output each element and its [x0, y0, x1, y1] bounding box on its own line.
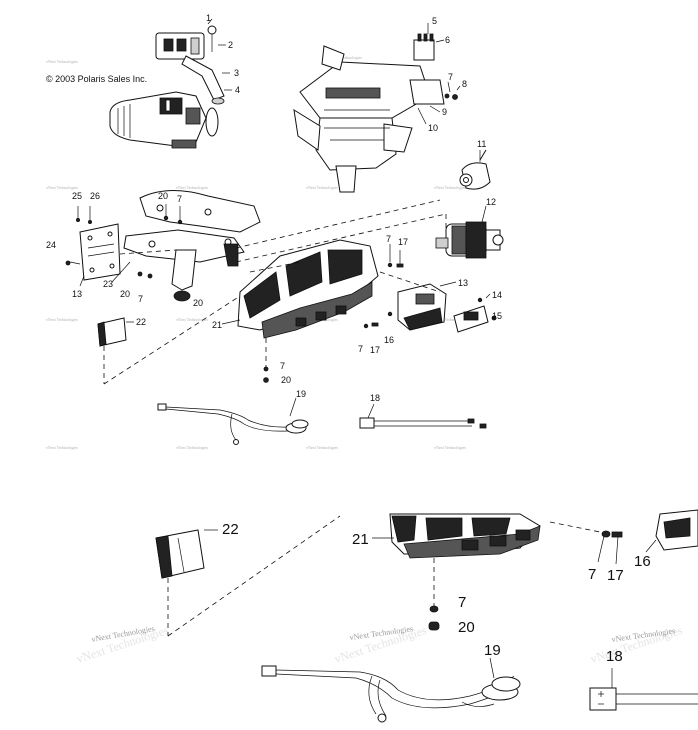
watermark: vNext Technologies: [434, 317, 466, 322]
fairlead-roller: [453, 297, 497, 333]
callout-5: 5: [432, 16, 437, 26]
watermark: vNext Technologies: [434, 445, 466, 450]
callout-11: 11: [477, 139, 486, 149]
callout-20: 20: [458, 619, 475, 636]
callout-9: 9: [442, 107, 447, 117]
callout-21: 21: [352, 531, 369, 548]
callout-25: 25: [72, 191, 82, 201]
watermark: vNext Technologies: [306, 185, 338, 190]
watermark: vNext Technologies: [46, 445, 78, 450]
wire-harness: [157, 403, 309, 445]
callout-19: 19: [484, 642, 501, 659]
callout-10: 10: [428, 123, 438, 133]
winch-cover: [459, 149, 491, 190]
callout-16: 16: [634, 553, 651, 570]
callout-15: 15: [492, 311, 502, 321]
winch-switch-assembly: [109, 25, 225, 149]
winch-motor: [435, 221, 504, 259]
callout-20: 20: [281, 375, 291, 385]
callout-7: 7: [177, 194, 182, 204]
watermark: vNext Technologies: [176, 317, 208, 322]
callout-18: 18: [370, 393, 380, 403]
callout-7: 7: [588, 566, 596, 583]
callout-4: 4: [235, 85, 240, 95]
callout-8: 8: [462, 79, 467, 89]
callout-20: 20: [120, 289, 130, 299]
callout-3: 3: [234, 68, 239, 78]
watermark: vNext Technologies: [306, 445, 338, 450]
callout-7: 7: [458, 594, 466, 611]
mounting-plate: [79, 223, 121, 281]
callout-21: 21: [212, 320, 222, 330]
winch-mount-bracket: [123, 189, 261, 302]
callout-14: 14: [492, 290, 502, 300]
work-light: [97, 317, 127, 347]
watermark: vNext Technologies: [330, 55, 362, 60]
exploded-diagram-detail: vNext Technologies vNext Technologies vN…: [0, 500, 698, 730]
callout-2: 2: [228, 40, 233, 50]
callout-13: 13: [72, 289, 82, 299]
watermark: vNext Technologies: [46, 59, 78, 64]
work-light: [155, 529, 205, 579]
winch-cable: [359, 417, 487, 429]
frame-section: [293, 33, 458, 193]
front-bumper: [237, 239, 379, 339]
callout-1: 1: [206, 13, 211, 23]
front-bumper: [389, 513, 541, 559]
watermark: vNext Technologies: [46, 317, 78, 322]
winch-housing: [397, 283, 447, 331]
callout-18: 18: [606, 648, 623, 665]
callout-12: 12: [486, 197, 496, 207]
watermark: vNext Technologies: [46, 185, 78, 190]
callout-26: 26: [90, 191, 100, 201]
winch-housing: [655, 509, 698, 551]
wire-harness: [261, 665, 521, 723]
callout-20: 20: [158, 191, 168, 201]
callout-23: 23: [103, 279, 113, 289]
watermark: vNext Technologies: [176, 445, 208, 450]
callout-22: 22: [222, 521, 239, 538]
winch-cable: [589, 687, 698, 711]
callout-17: 17: [607, 567, 624, 584]
callout-17: 17: [370, 345, 380, 355]
copyright-notice: © 2003 Polaris Sales Inc.: [46, 74, 147, 84]
callout-16: 16: [384, 335, 394, 345]
callout-6: 6: [445, 35, 450, 45]
watermark: vNext Technologies: [434, 185, 466, 190]
callout-17: 17: [398, 237, 408, 247]
callout-13: 13: [458, 278, 468, 288]
exploded-diagram-full: © 2003 Polaris Sales Inc. vNext Technolo…: [46, 13, 504, 450]
callout-7: 7: [448, 72, 453, 82]
callout-7: 7: [358, 344, 363, 354]
callout-19: 19: [296, 389, 306, 399]
callout-7: 7: [280, 361, 285, 371]
callout-7: 7: [386, 234, 391, 244]
callout-20: 20: [193, 298, 203, 308]
callout-7: 7: [138, 294, 143, 304]
callout-22: 22: [136, 317, 146, 327]
callout-24: 24: [46, 240, 56, 250]
watermark: vNext Technologies: [176, 185, 208, 190]
